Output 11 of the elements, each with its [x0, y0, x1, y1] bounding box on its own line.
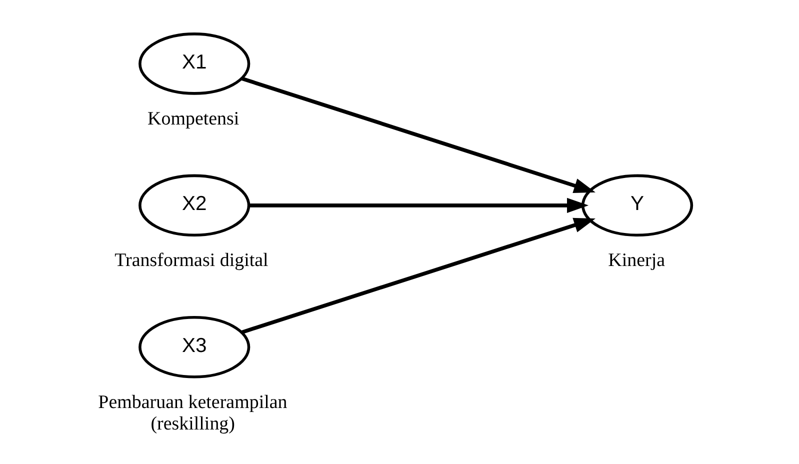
node-label: Transformasi digital: [114, 250, 268, 272]
node-ellipse: X3: [138, 316, 250, 378]
node-label: Pembaruan keterampilan (reskilling): [98, 392, 287, 434]
node-ellipse: X2: [138, 174, 250, 237]
arrow: [248, 198, 588, 213]
node-ellipse: X1: [138, 32, 250, 95]
arrow: [240, 76, 595, 193]
node-label: Kinerja: [608, 250, 665, 272]
arrow: [240, 218, 595, 334]
node-label: Kompetensi: [147, 108, 239, 130]
node-ellipse: Y: [580, 174, 693, 237]
